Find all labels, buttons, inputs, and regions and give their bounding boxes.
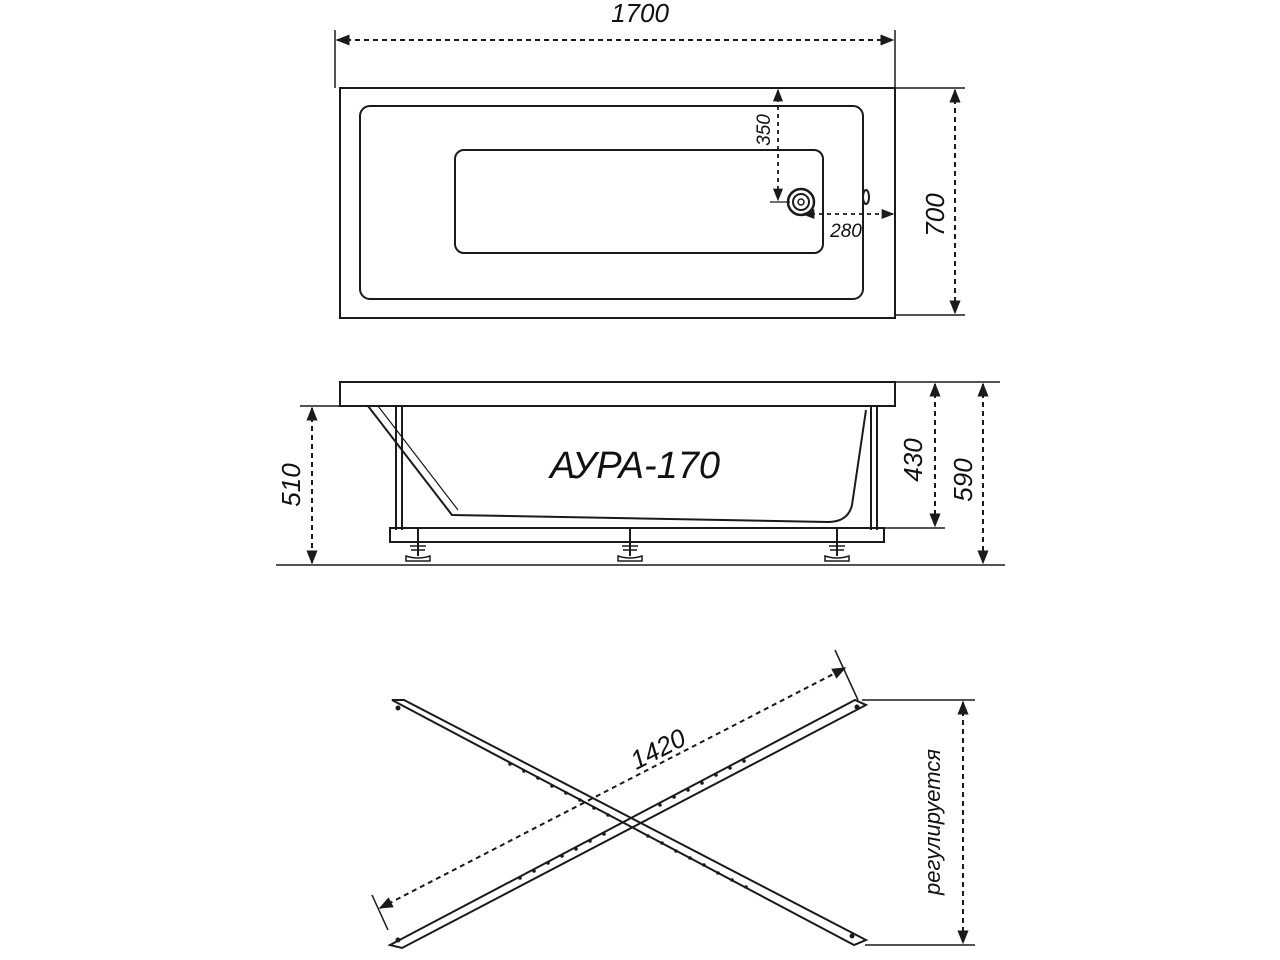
- crossbar-length-dimension-line: [378, 667, 847, 909]
- bowl-depth-label: 430: [898, 438, 928, 482]
- crossbar-length-label: 1420: [625, 722, 691, 775]
- top-view: [334, 30, 965, 319]
- drain-top-label: 350: [754, 114, 775, 146]
- adjustable-label: регулируется: [920, 749, 945, 896]
- tub-bottom: [454, 149, 824, 254]
- frame-base: [389, 527, 885, 543]
- overflow-icon: [862, 189, 870, 205]
- length-label: 1700: [611, 0, 669, 28]
- rim-height-label: 510: [276, 463, 306, 507]
- extension-line: [371, 894, 389, 931]
- crossbar: [391, 699, 869, 947]
- adjustable-leg: [617, 528, 643, 562]
- extension-line: [834, 649, 859, 701]
- drain-side-label: 280: [829, 221, 862, 242]
- tub-body: [367, 405, 867, 524]
- adjustable-leg: [824, 528, 850, 562]
- drain-icon: [786, 187, 816, 217]
- side-view: [276, 381, 1005, 566]
- width-label: 700: [920, 193, 950, 237]
- tub-body-inner: [377, 405, 459, 511]
- model-label: АУРА-170: [548, 445, 720, 487]
- total-height-label: 590: [948, 458, 978, 502]
- frame-view: [371, 649, 975, 950]
- adjustable-leg: [405, 528, 431, 562]
- tub-inner-rim: [359, 105, 864, 300]
- tub-outer-rim: [339, 87, 896, 319]
- tub-rim: [339, 381, 896, 407]
